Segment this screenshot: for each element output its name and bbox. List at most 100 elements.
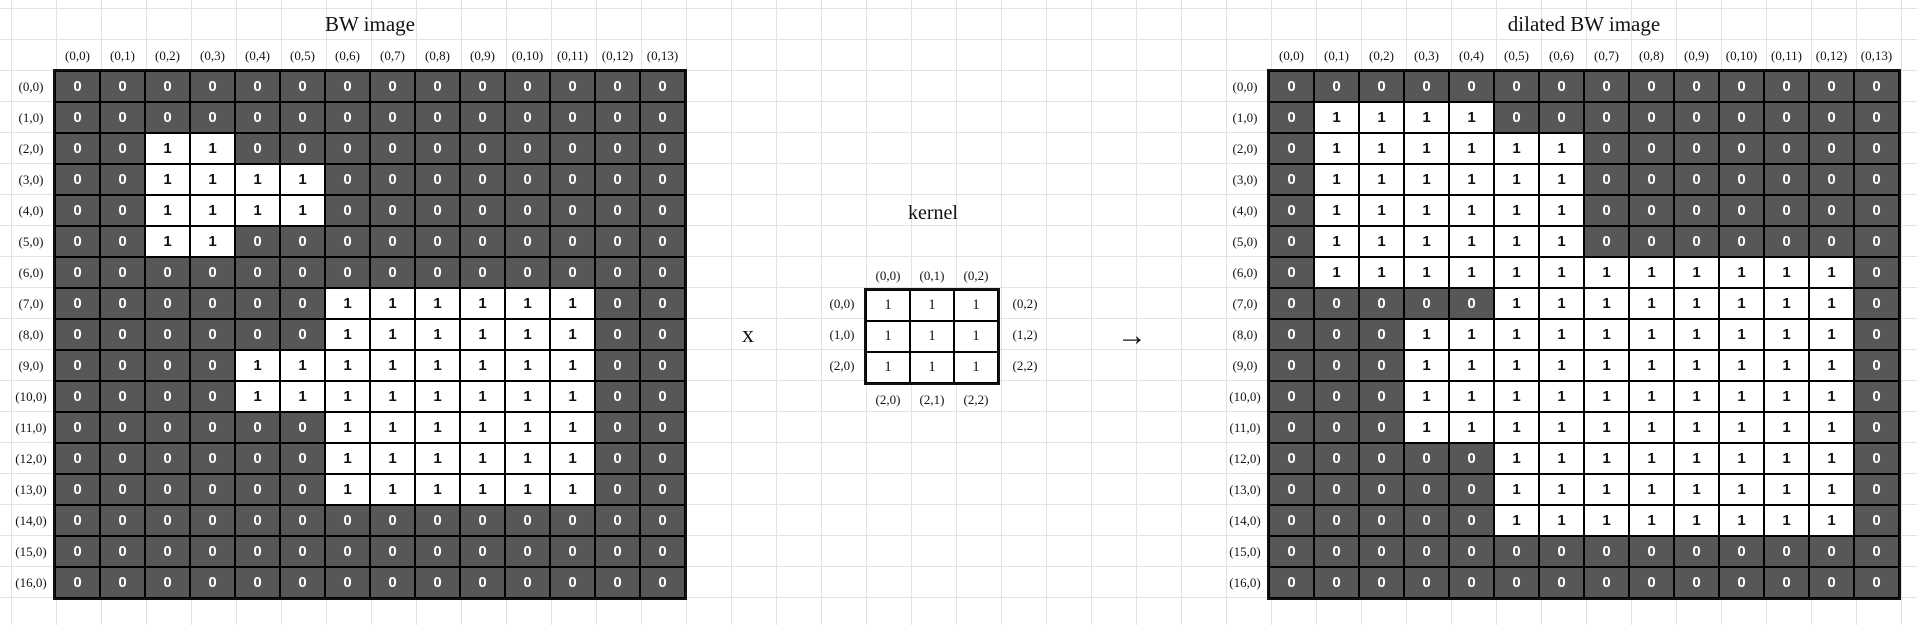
pixel-zero: 0 <box>370 164 415 195</box>
pixel-zero: 0 <box>1674 536 1719 567</box>
pixel-zero: 0 <box>100 412 145 443</box>
pixel-one: 1 <box>460 474 505 505</box>
pixel-zero: 0 <box>370 133 415 164</box>
row-label: (13,0) <box>1229 482 1261 497</box>
pixel-one: 1 <box>505 288 550 319</box>
column-label: (0,0) <box>65 48 90 63</box>
pixel-zero: 0 <box>1674 226 1719 257</box>
pixel-one: 1 <box>1629 505 1674 536</box>
pixel-zero: 0 <box>100 319 145 350</box>
pixel-zero: 0 <box>1359 567 1404 598</box>
pixel-zero: 0 <box>100 164 145 195</box>
kernel-cell: 1 <box>910 290 954 321</box>
pixel-zero: 0 <box>55 350 100 381</box>
pixel-one: 1 <box>1539 257 1584 288</box>
pixel-zero: 0 <box>100 536 145 567</box>
pixel-zero: 0 <box>1269 71 1314 102</box>
pixel-one: 1 <box>1764 319 1809 350</box>
pixel-zero: 0 <box>1584 71 1629 102</box>
pixel-one: 1 <box>1539 350 1584 381</box>
pixel-one: 1 <box>235 195 280 226</box>
row-label: (15,0) <box>15 544 47 559</box>
pixel-zero: 0 <box>1809 133 1854 164</box>
pixel-one: 1 <box>1539 505 1584 536</box>
column-label: (2,0) <box>875 392 901 407</box>
pixel-one: 1 <box>1404 412 1449 443</box>
pixel-one: 1 <box>190 226 235 257</box>
pixel-zero: 0 <box>145 350 190 381</box>
kernel-bottom-labels: (2,0)(2,1)(2,2) <box>866 393 998 406</box>
pixel-one: 1 <box>1449 412 1494 443</box>
pixel-zero: 0 <box>235 71 280 102</box>
pixel-zero: 0 <box>280 567 325 598</box>
pixel-zero: 0 <box>55 133 100 164</box>
pixel-zero: 0 <box>640 319 685 350</box>
pixel-zero: 0 <box>1404 71 1449 102</box>
pixel-zero: 0 <box>1359 505 1404 536</box>
pixel-zero: 0 <box>1314 536 1359 567</box>
row-label: (9,0) <box>1232 358 1258 373</box>
pixel-zero: 0 <box>595 474 640 505</box>
pixel-zero: 0 <box>460 195 505 226</box>
row-label: (11,0) <box>1229 420 1261 435</box>
pixel-zero: 0 <box>1314 288 1359 319</box>
column-label: (0,4) <box>245 48 270 63</box>
pixel-one: 1 <box>1494 226 1539 257</box>
pixel-one: 1 <box>1764 350 1809 381</box>
pixel-zero: 0 <box>550 71 595 102</box>
pixel-zero: 0 <box>100 505 145 536</box>
pixel-zero: 0 <box>640 412 685 443</box>
pixel-one: 1 <box>1809 412 1854 443</box>
pixel-zero: 0 <box>235 536 280 567</box>
pixel-zero: 0 <box>640 505 685 536</box>
pixel-zero: 0 <box>1494 71 1539 102</box>
row-label: (2,0) <box>829 358 855 373</box>
pixel-zero: 0 <box>1854 381 1899 412</box>
pixel-zero: 0 <box>1314 443 1359 474</box>
pixel-zero: 0 <box>370 102 415 133</box>
pixel-zero: 0 <box>55 505 100 536</box>
pixel-one: 1 <box>1809 319 1854 350</box>
pixel-one: 1 <box>1314 164 1359 195</box>
kernel-left-labels: (0,0)(1,0)(2,0) <box>818 288 866 381</box>
column-label: (0,4) <box>1459 48 1484 63</box>
pixel-one: 1 <box>1314 195 1359 226</box>
pixel-zero: 0 <box>190 443 235 474</box>
pixel-zero: 0 <box>145 536 190 567</box>
pixel-zero: 0 <box>1314 71 1359 102</box>
column-label: (0,13) <box>1860 48 1893 63</box>
column-label: (0,7) <box>1594 48 1619 63</box>
pixel-zero: 0 <box>190 257 235 288</box>
pixel-one: 1 <box>235 350 280 381</box>
pixel-zero: 0 <box>415 536 460 567</box>
pixel-zero: 0 <box>1404 288 1449 319</box>
pixel-one: 1 <box>1494 195 1539 226</box>
pixel-one: 1 <box>505 412 550 443</box>
pixel-one: 1 <box>370 381 415 412</box>
pixel-zero: 0 <box>55 381 100 412</box>
pixel-zero: 0 <box>415 164 460 195</box>
pixel-one: 1 <box>1404 226 1449 257</box>
pixel-one: 1 <box>505 443 550 474</box>
pixel-one: 1 <box>1539 381 1584 412</box>
pixel-one: 1 <box>1404 195 1449 226</box>
pixel-zero: 0 <box>640 443 685 474</box>
pixel-zero: 0 <box>1539 567 1584 598</box>
pixel-zero: 0 <box>1854 474 1899 505</box>
row-label: (2,2) <box>1012 358 1038 373</box>
pixel-one: 1 <box>415 412 460 443</box>
pixel-zero: 0 <box>460 257 505 288</box>
pixel-zero: 0 <box>55 474 100 505</box>
pixel-zero: 0 <box>595 536 640 567</box>
pixel-zero: 0 <box>640 350 685 381</box>
pixel-zero: 0 <box>640 71 685 102</box>
pixel-zero: 0 <box>235 226 280 257</box>
pixel-zero: 0 <box>370 195 415 226</box>
pixel-zero: 0 <box>1539 536 1584 567</box>
pixel-one: 1 <box>1404 102 1449 133</box>
pixel-zero: 0 <box>190 288 235 319</box>
row-label: (9,0) <box>18 358 44 373</box>
pixel-zero: 0 <box>1764 195 1809 226</box>
row-label: (8,0) <box>18 327 44 342</box>
